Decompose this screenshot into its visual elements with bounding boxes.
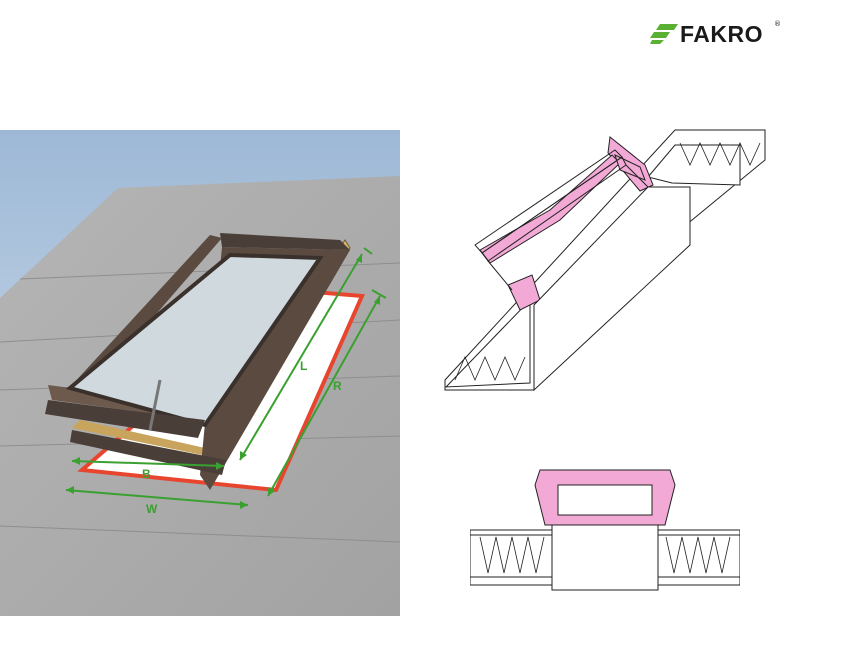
cross-section-side-view — [444, 129, 766, 392]
fakro-logo-mark-icon — [650, 24, 678, 44]
insulation-pattern — [454, 142, 761, 382]
dimension-b-line — [71, 460, 225, 467]
cross-section-front-view — [470, 469, 740, 591]
glazing-front — [551, 484, 659, 591]
dimension-label-w: W — [146, 502, 158, 516]
dimension-arrows — [66, 254, 380, 509]
dimension-l-line — [239, 253, 363, 461]
fakro-logo: FAKRO ® — [650, 20, 781, 48]
registered-mark: ® — [774, 20, 781, 28]
insulation-pattern-front — [479, 536, 731, 574]
dimension-r-line — [267, 295, 381, 497]
dimension-label-b: B — [142, 467, 151, 481]
brand-name: FAKRO — [680, 21, 763, 47]
dimension-label-r: R — [333, 379, 342, 393]
dimension-lines — [65, 247, 387, 506]
sash-outline — [474, 149, 649, 291]
dimension-w-line — [65, 489, 249, 506]
roof-window-photo: B W L R — [0, 130, 400, 616]
lining-panel — [533, 186, 691, 392]
dimension-label-l: L — [300, 359, 307, 373]
window-frame — [45, 233, 351, 490]
